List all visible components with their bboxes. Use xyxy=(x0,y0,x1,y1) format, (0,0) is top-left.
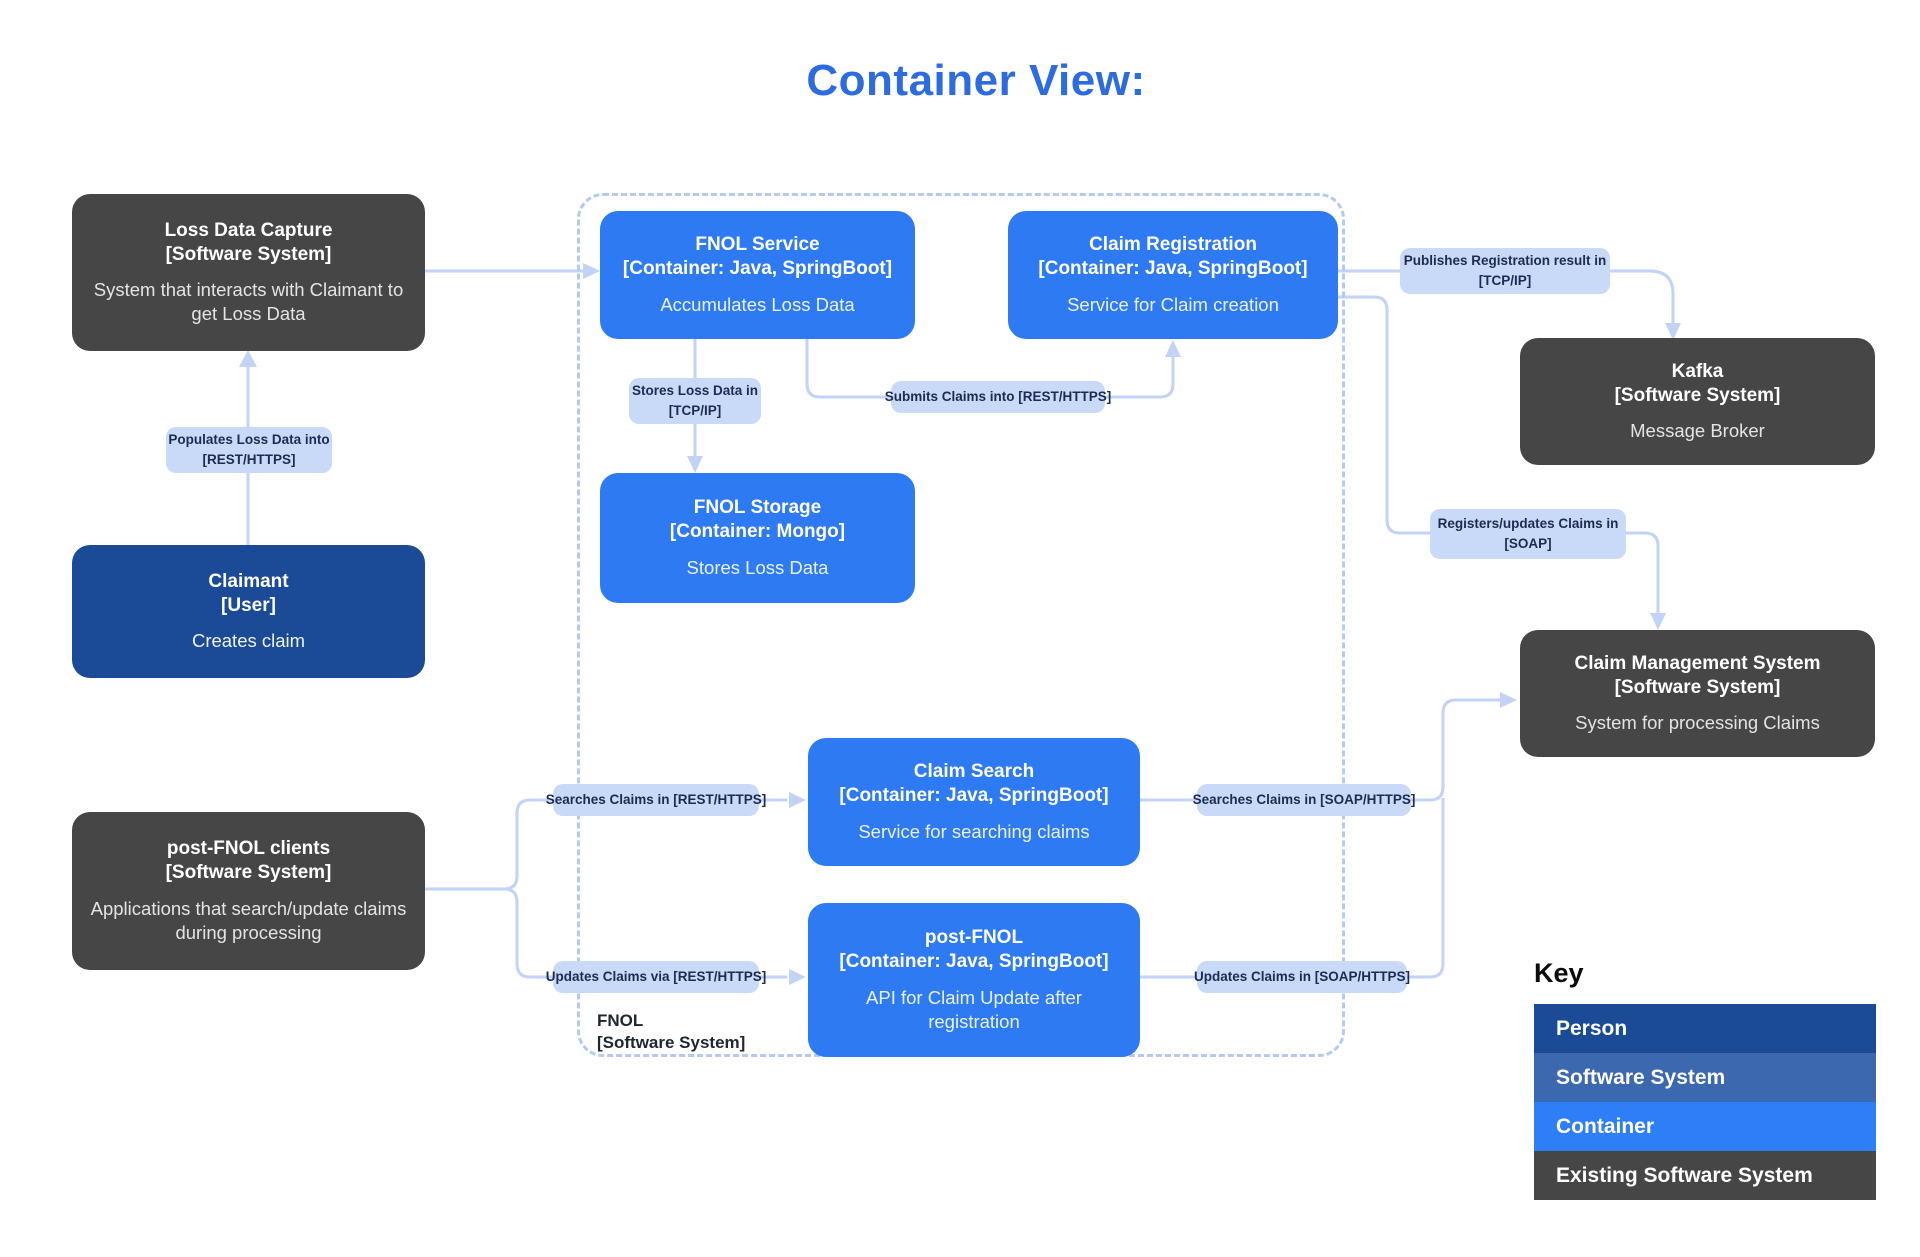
boundary-name: FNOL xyxy=(597,1011,644,1030)
node-title: Kafka xyxy=(1671,360,1724,382)
edge-label-text: Submits Claims into [REST/HTTPS] xyxy=(884,389,1112,405)
edge-label-populates: Populates Loss Data into [REST/HTTPS] xyxy=(166,427,332,473)
node-fnol-service: FNOL Service [Container: Java, SpringBoo… xyxy=(600,211,915,339)
node-post-fnol: post-FNOL [Container: Java, SpringBoot] … xyxy=(808,903,1140,1057)
node-title: Claim Registration xyxy=(1089,234,1257,256)
node-type: [Container: Java, SpringBoot] xyxy=(622,258,893,280)
node-type: [Software System] xyxy=(1614,676,1781,698)
node-type: [User] xyxy=(221,594,276,616)
node-description: System that interacts with Claimant to g… xyxy=(93,279,404,325)
edge-label-text: Updates Claims via [REST/HTTPS] xyxy=(545,969,767,985)
edge-label-text: [REST/HTTPS] xyxy=(202,452,296,467)
edge-label-text: [SOAP] xyxy=(1504,536,1552,551)
node-title: Loss Data Capture xyxy=(164,219,333,241)
node-title: FNOL Service xyxy=(695,234,820,256)
edge-label-text: [TCP/IP] xyxy=(668,403,722,418)
key-item-label: Existing Software System xyxy=(1556,1163,1813,1187)
edge-label-searches-soap: Searches Claims in [SOAP/HTTPS] xyxy=(1193,784,1415,816)
edge-label-updates-rest: Updates Claims via [REST/HTTPS] xyxy=(546,961,766,993)
node-type: [Container: Java, SpringBoot] xyxy=(839,785,1109,807)
node-description: Accumulates Loss Data xyxy=(660,293,855,315)
edge-label-text: Updates Claims in [SOAP/HTTPS] xyxy=(1193,969,1411,985)
edge-label-updates-soap: Updates Claims in [SOAP/HTTPS] xyxy=(1193,961,1411,993)
edge-label-text: Registers/updates Claims in xyxy=(1437,516,1619,532)
node-title: post-FNOL xyxy=(924,927,1024,949)
node-title: post-FNOL clients xyxy=(166,838,331,860)
node-type: [Software System] xyxy=(1614,384,1781,406)
edge-label-text: [TCP/IP] xyxy=(1478,273,1532,288)
edge-label-text: Populates Loss Data into xyxy=(168,432,330,448)
key-item-label: Container xyxy=(1556,1114,1655,1138)
node-claim-management-system: Claim Management System [Software System… xyxy=(1520,630,1875,757)
edge-label-text: Publishes Registration result in xyxy=(1403,253,1607,269)
node-description: Applications that search/update claims d… xyxy=(90,897,407,943)
node-post-fnol-clients: post-FNOL clients [Software System] Appl… xyxy=(72,812,425,970)
node-description: API for Claim Update after registration xyxy=(866,986,1082,1032)
node-type: [Container: Mongo] xyxy=(669,521,846,543)
node-claim-registration: Claim Registration [Container: Java, Spr… xyxy=(1008,211,1338,339)
edge-label-submits: Submits Claims into [REST/HTTPS] xyxy=(885,381,1111,413)
key-item-container: Container xyxy=(1534,1102,1876,1151)
edge-label-stores: Stores Loss Data in [TCP/IP] xyxy=(629,378,761,424)
node-type: [Container: Java, SpringBoot] xyxy=(1038,258,1308,280)
edge-label-text: Searches Claims in [SOAP/HTTPS] xyxy=(1192,792,1416,808)
node-title: FNOL Storage xyxy=(693,497,822,519)
node-description: Service for searching claims xyxy=(858,820,1090,842)
node-type: [Software System] xyxy=(165,862,332,884)
node-type: [Software System] xyxy=(165,243,332,265)
edge-label-text: Searches Claims in [REST/HTTPS] xyxy=(545,792,767,808)
key-heading: Key xyxy=(1534,958,1584,988)
node-title: Claimant xyxy=(208,570,289,592)
node-title: Claim Search xyxy=(913,761,1035,783)
node-title: Claim Management System xyxy=(1574,652,1821,674)
key-item-software-system: Software System xyxy=(1534,1053,1876,1102)
edge-label-registers: Registers/updates Claims in [SOAP] xyxy=(1430,509,1626,559)
node-loss-data-capture: Loss Data Capture [Software System] Syst… xyxy=(72,194,425,351)
edge-label-publishes: Publishes Registration result in [TCP/IP… xyxy=(1400,248,1610,294)
boundary-type: [Software System] xyxy=(597,1033,746,1053)
node-fnol-storage: FNOL Storage [Container: Mongo] Stores L… xyxy=(600,473,915,603)
node-kafka: Kafka [Software System] Message Broker xyxy=(1520,338,1875,465)
key-item-label: Software System xyxy=(1556,1065,1726,1089)
fnol-boundary-label: FNOL [Software System] xyxy=(597,1010,745,1054)
edge-label-searches-rest: Searches Claims in [REST/HTTPS] xyxy=(546,784,766,816)
key-item-label: Person xyxy=(1556,1016,1628,1040)
node-description: Creates claim xyxy=(191,630,306,652)
node-description: System for processing Claims xyxy=(1575,712,1820,734)
edge-label-text: Stores Loss Data in xyxy=(631,383,759,399)
key-legend: Person Software System Container Existin… xyxy=(1534,1004,1876,1200)
diagram-title: Container View: xyxy=(806,56,1146,105)
node-type: [Container: Java, SpringBoot] xyxy=(839,951,1109,973)
node-description: Service for Claim creation xyxy=(1067,293,1279,315)
node-claimant: Claimant [User] Creates claim xyxy=(72,545,425,678)
node-claim-search: Claim Search [Container: Java, SpringBoo… xyxy=(808,738,1140,866)
key-item-existing-software-system: Existing Software System xyxy=(1534,1151,1876,1200)
node-description: Stores Loss Data xyxy=(686,556,829,578)
key-item-person: Person xyxy=(1534,1004,1876,1053)
node-description: Message Broker xyxy=(1630,420,1765,442)
